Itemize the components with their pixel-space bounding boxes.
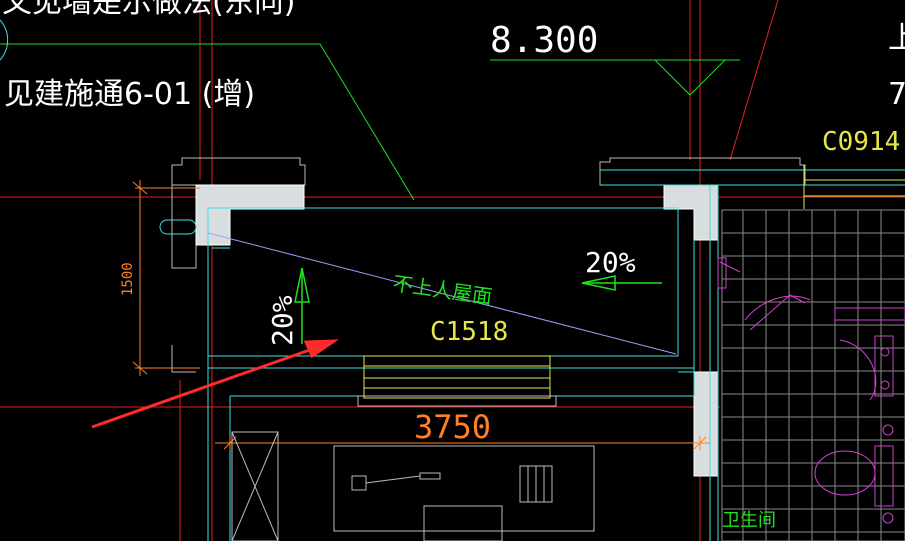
furniture: [231, 431, 595, 541]
window-sill: [357, 395, 557, 407]
slope-right-label: 20%: [585, 246, 636, 279]
slope-line: [207, 232, 677, 355]
wall-blocks: [195, 184, 719, 477]
left-arc: [0, 19, 9, 61]
roof-label: 不上人屋面: [391, 271, 493, 309]
bathroom-fixtures: [717, 257, 905, 524]
reference-note: 见建施通6-01 (增): [4, 77, 255, 112]
elevation-marker: [490, 59, 740, 96]
slope-arrow-right: [581, 275, 662, 291]
slope-left-label: 20%: [266, 295, 299, 346]
window-code: C1518: [430, 317, 508, 347]
elevation-value: 8.300: [490, 20, 598, 61]
pointer-arrow: [91, 339, 340, 429]
window-lines: [363, 165, 905, 399]
right-top-digit: 7: [888, 77, 905, 112]
right-top-char: 上: [888, 21, 905, 56]
dimension-lines: [132, 180, 710, 450]
slope-arrow-left: [294, 267, 310, 344]
room-label: 卫生间: [722, 510, 776, 531]
window-right-code: C0914: [822, 127, 900, 157]
dimension-width: 3750: [414, 408, 491, 446]
leader-line: [0, 43, 415, 201]
dimension-height: 1500: [120, 262, 136, 296]
top-note: 又见墙是示做法(东向): [2, 0, 295, 20]
tile-grid: [721, 209, 905, 541]
